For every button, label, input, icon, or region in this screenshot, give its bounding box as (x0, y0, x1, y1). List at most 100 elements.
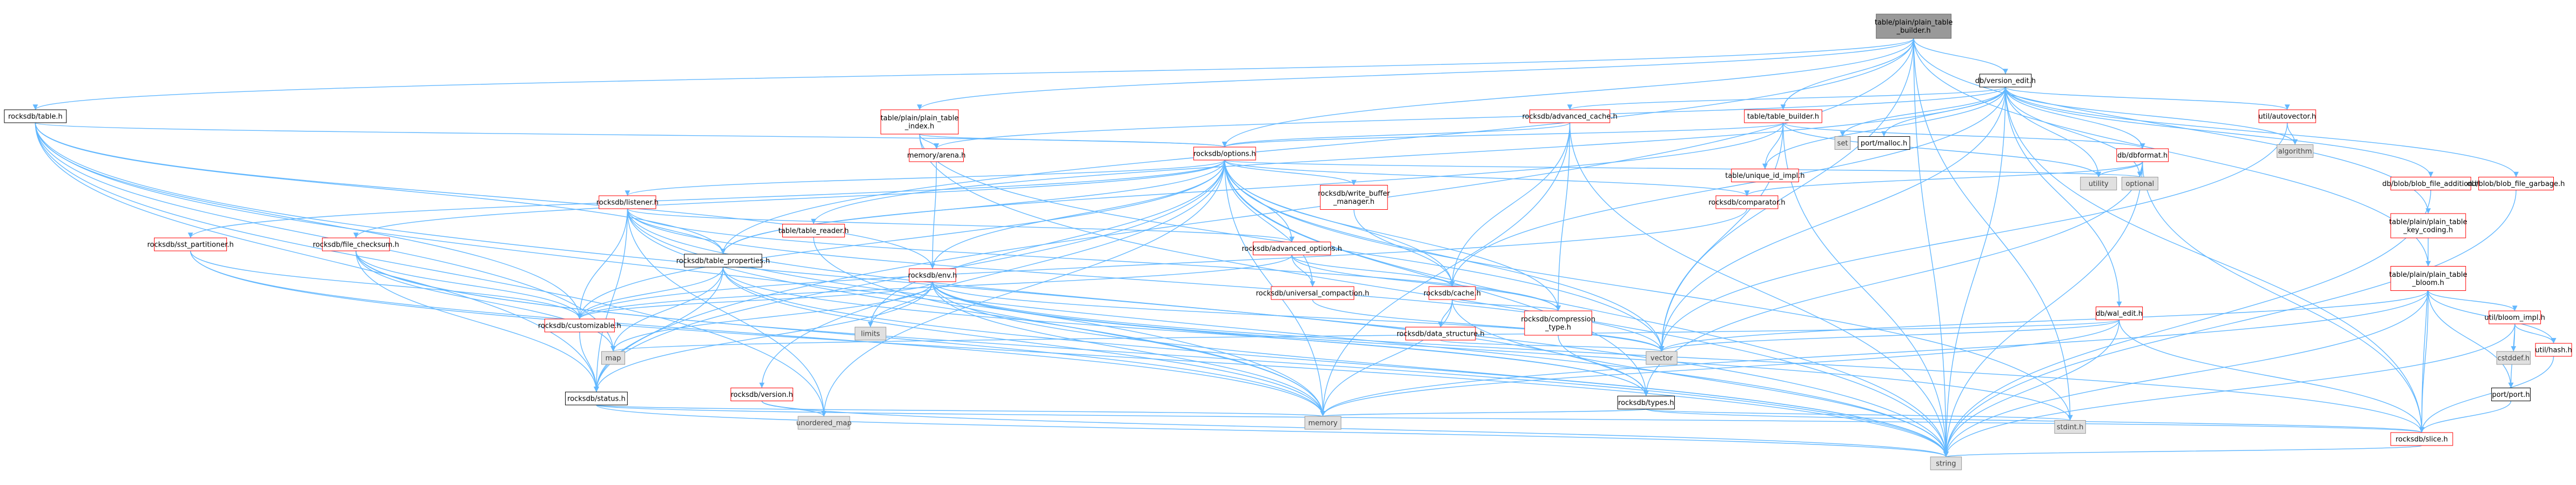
edge-table_builder-to-string (1782, 122, 1949, 457)
edge-table_builder-to-dbformat (1782, 122, 2145, 149)
node-box (2121, 177, 2158, 190)
node-version-edit[interactable]: db/version_edit.hdb/version_edit.h (1975, 74, 2036, 88)
edge-pt_index-to-memory_arena (919, 134, 940, 149)
edge-wal_edit-to-slice (2118, 320, 2425, 433)
node-adv-options[interactable]: rocksdb/advanced_options.hrocksdb/advanc… (1242, 242, 1342, 255)
node-blob-garbage[interactable]: db/blob/blob_file_garbage.hdb/blob/blob_… (2467, 177, 2565, 190)
edge-env-to-limits (868, 281, 933, 328)
node-label: util/autovector.h (2258, 113, 2316, 121)
node-pt-index[interactable]: table/plain/plain_table_index.htable/pla… (880, 109, 959, 135)
node-label: db/version_edit.h (1975, 77, 2036, 85)
node-adv-cache[interactable]: rocksdb/advanced_cache.hrocksdb/advanced… (1522, 109, 1618, 123)
node-pt-bloom[interactable]: table/plain/plain_table_bloom.htable/pla… (2389, 266, 2467, 291)
node-sst-partitioner[interactable]: rocksdb/sst_partitioner.hrocksdb/sst_par… (147, 237, 234, 251)
edge-options-to-unordered_map (821, 160, 1225, 417)
node-table-props[interactable]: rocksdb/table_properties.hrocksdb/table_… (676, 254, 770, 268)
node-box (1529, 109, 1611, 123)
node-label: table/plain/plain_table (2389, 218, 2467, 227)
edge-dbformat-to-utility (2096, 161, 2143, 177)
node-customizable[interactable]: rocksdb/customizable.hrocksdb/customizab… (538, 318, 621, 333)
node-label: rocksdb/options.h (1193, 150, 1256, 158)
edge-adv_options-to-customizable (577, 255, 1292, 320)
node-box (1304, 416, 1341, 430)
node-label: _key_coding.h (2403, 227, 2453, 235)
edge-listener-to-customizable (576, 208, 628, 320)
node-memory-arena[interactable]: memory/arena.hmemory/arena.h (907, 148, 965, 162)
edge-adv_cache-to-compression_type (1555, 122, 1571, 311)
edge-root-to-pt_bloom (1913, 38, 2431, 267)
node-box (2116, 148, 2169, 162)
node-blob-addition[interactable]: db/blob/blob_file_addition.hdb/blob/blob… (2382, 177, 2479, 190)
node-universal[interactable]: rocksdb/universal_compaction.hrocksdb/un… (1256, 286, 1370, 300)
edge-options-to-vector (1224, 160, 1665, 352)
node-label: rocksdb/write_buffer (1318, 190, 1390, 198)
node-box (2390, 213, 2466, 238)
node-wbm[interactable]: rocksdb/write_buffer_manager.hrocksdb/wr… (1318, 185, 1390, 210)
node-unique-id-impl[interactable]: table/unique_id_impl.htable/unique_id_im… (1725, 169, 1805, 182)
node-label: _builder.h (1896, 27, 1931, 35)
node-data-structure[interactable]: rocksdb/data_structure.hrocksdb/data_str… (1397, 327, 1485, 341)
node-box (1715, 195, 1779, 209)
node-box (601, 351, 626, 365)
node-box (2535, 343, 2572, 357)
node-dbformat[interactable]: db/dbformat.hdb/dbformat.h (2116, 148, 2169, 162)
node-memory: memorymemory (1304, 416, 1341, 430)
node-label: util/bloom_impl.h (2485, 314, 2545, 322)
edge-env-to-vector (932, 281, 1665, 352)
edge-version_edit-to-unique_id_impl (1762, 87, 2006, 169)
edge-version_edit-to-wal_edit (2005, 87, 2122, 307)
node-box (544, 318, 615, 333)
node-label: table/plain/plain_table (2389, 271, 2467, 279)
edge-env-to-status (594, 281, 933, 393)
node-compression-type[interactable]: rocksdb/compression_type.hrocksdb/compre… (1521, 310, 1595, 336)
node-label: rocksdb/env.h (908, 272, 957, 280)
node-root[interactable]: table/plain/plain_table_builder.htable/p… (1875, 14, 1953, 39)
node-box (1646, 351, 1678, 365)
edge-comparator-to-customizable (577, 208, 1748, 320)
node-label: rocksdb/advanced_cache.h (1522, 113, 1618, 121)
edge-wal_edit-to-vector (1659, 319, 2120, 352)
node-box (1731, 169, 1799, 182)
edge-table_h-to-status (35, 122, 599, 393)
edge-table_h-to-map (35, 122, 616, 352)
node-file-checksum[interactable]: rocksdb/file_checksum.hrocksdb/file_chec… (313, 237, 399, 251)
edge-root-to-status (594, 38, 1914, 393)
edge-version_edit-to-vector (1659, 87, 2006, 352)
edge-blob_addition-to-string (1943, 190, 2431, 457)
edge-cache-to-compression_type (1452, 299, 1561, 311)
node-label: rocksdb/listener.h (596, 199, 659, 207)
node-label: port/malloc.h (1861, 139, 1907, 148)
edge-env-to-map (611, 281, 933, 352)
edge-dbformat-to-string (1943, 161, 2143, 457)
edge-root-to-pt_key_coding (1913, 38, 2431, 214)
edge-root-to-table_props (720, 38, 1914, 255)
node-box (2390, 266, 2466, 291)
node-pt-key-coding[interactable]: table/plain/plain_table_key_coding.htabl… (2389, 213, 2467, 238)
node-label: rocksdb/comparator.h (1708, 199, 1785, 207)
node-box (1252, 242, 1331, 255)
edge-table_props-to-map (611, 267, 724, 352)
edge-memory_arena-to-env (930, 161, 937, 269)
node-box (1405, 327, 1476, 341)
node-table-builder[interactable]: table/table_builder.htable/table_builder… (1744, 109, 1822, 123)
node-wal-edit[interactable]: db/wal_edit.hdb/wal_edit.h (2095, 307, 2143, 320)
node-label: table/plain/plain_table (1875, 19, 1953, 27)
edge-pt_bloom-to-string (1943, 290, 2429, 457)
edge-options-to-listener (625, 160, 1225, 196)
